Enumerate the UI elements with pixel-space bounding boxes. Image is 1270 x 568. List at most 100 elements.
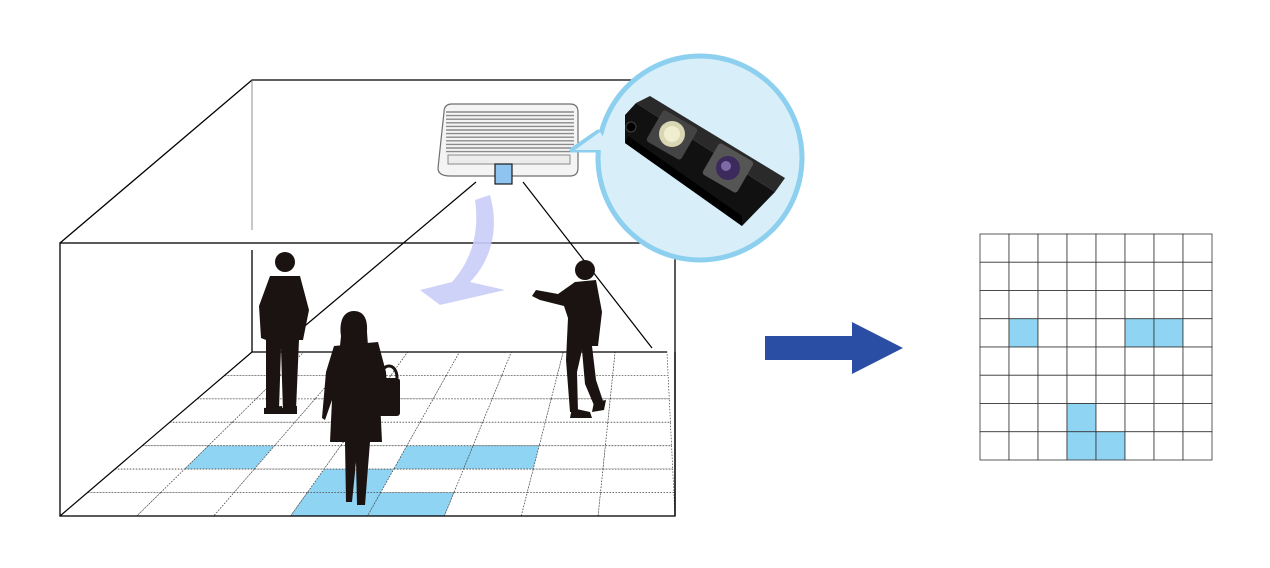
heat-map-cell [979, 431, 1010, 461]
heat-map-cell [1153, 431, 1184, 461]
person-silhouette-icon [532, 260, 606, 418]
heat-map-cell [1066, 318, 1097, 348]
floor-tile [597, 492, 676, 517]
heat-map-cell [1037, 431, 1068, 461]
heat-map-cell [1095, 403, 1126, 433]
heat-map-cell [1008, 261, 1039, 291]
heat-map-cell [1095, 261, 1126, 291]
floor-tile [550, 375, 614, 400]
room [59, 79, 676, 517]
heat-map-cell [1182, 290, 1213, 320]
heat-map-cell [979, 290, 1010, 320]
heat-map-cell [1008, 431, 1039, 461]
airflow-arrow [420, 195, 505, 305]
floor-tile-occupied [366, 492, 455, 517]
heat-map-cell [1153, 346, 1184, 376]
floor-tile [605, 421, 672, 447]
heat-map-cell [1095, 374, 1126, 404]
heat-map-cell [1066, 374, 1097, 404]
heat-map-cell [1095, 346, 1126, 376]
floor-tile [472, 421, 546, 447]
heat-map-cell [1153, 290, 1184, 320]
heat-map-cell [1182, 261, 1213, 291]
floor-tile [453, 468, 534, 493]
heat-map-cell [1095, 290, 1126, 320]
heat-map-cell [979, 261, 1010, 291]
person-silhouette-icon [322, 311, 400, 505]
heat-map-cell [1095, 233, 1126, 263]
heat-map-cell [1153, 374, 1184, 404]
heat-map-cell [1153, 233, 1184, 263]
heat-map-cell-occupied [1008, 318, 1039, 348]
heat-map-cell [1008, 403, 1039, 433]
floor-tile [159, 468, 256, 493]
floor-tile [520, 492, 601, 517]
floor-tile [501, 351, 564, 376]
floor-frame [59, 351, 253, 517]
heat-map-cell-occupied [1066, 403, 1097, 433]
floor-tile [482, 398, 552, 423]
floor-tile [136, 492, 235, 517]
floor-tile [233, 468, 325, 493]
heat-map-cell [1037, 346, 1068, 376]
occupancy-heat-map [979, 233, 1213, 461]
heat-map-cell-occupied [1095, 431, 1126, 461]
floor-tile [609, 375, 670, 400]
floor-tile [432, 375, 503, 400]
heat-map-cell [1008, 346, 1039, 376]
heat-map-cell [979, 233, 1010, 263]
right-arrow-icon [765, 322, 903, 374]
heat-map-cell [979, 403, 1010, 433]
heat-map-cell [1008, 233, 1039, 263]
heat-map-cell [1037, 261, 1068, 291]
heat-map-cell [1124, 261, 1155, 291]
heat-map-cell [1037, 318, 1068, 348]
floor-tile [491, 375, 558, 400]
heat-map-cell [1124, 290, 1155, 320]
floor-tile [612, 351, 669, 376]
heat-map-cell [1153, 261, 1184, 291]
floor-tile-occupied [462, 445, 540, 470]
floor-tile [607, 398, 671, 423]
heat-map-cell [1037, 374, 1068, 404]
heat-map-cell [1124, 233, 1155, 263]
heat-map-cell [1066, 233, 1097, 263]
heat-map-cell [1066, 346, 1097, 376]
floor-tile [532, 445, 606, 470]
floor-tile [602, 445, 674, 470]
heat-map-cell [979, 318, 1010, 348]
heat-map-cell [979, 374, 1010, 404]
heat-map-cell [1124, 431, 1155, 461]
floor-tile-occupied [393, 445, 474, 470]
heat-map-cell [1124, 374, 1155, 404]
floor-tile [445, 351, 512, 376]
heat-map-cell [1095, 318, 1126, 348]
heat-map-cell [1182, 374, 1213, 404]
heat-map-cell [1066, 261, 1097, 291]
heat-map-cell-occupied [1153, 318, 1184, 348]
floor-tile [443, 492, 528, 517]
sensor-zoom-bubble [569, 53, 805, 263]
floor-tile [168, 398, 258, 423]
heat-map-cell [1037, 233, 1068, 263]
floor-tile [380, 468, 465, 493]
heat-map-cell [1182, 346, 1213, 376]
floor-tile [600, 468, 675, 493]
heat-map-cell [1124, 403, 1155, 433]
floor-tile [406, 421, 484, 447]
heat-map-cell [1182, 318, 1213, 348]
floor-tile [253, 445, 342, 470]
heat-map-cell [979, 346, 1010, 376]
heat-map-cell [1037, 290, 1068, 320]
sensor-window [494, 163, 513, 185]
heat-map-cell [1182, 233, 1213, 263]
air-conditioner-icon [437, 103, 579, 185]
heat-map-cell [1124, 346, 1155, 376]
heat-map-cell [1037, 403, 1068, 433]
heat-map-cell [1008, 374, 1039, 404]
thermal-sensor-module-icon [625, 96, 785, 226]
heat-map-cell [1008, 290, 1039, 320]
person-silhouette-icon [259, 252, 309, 414]
heat-map-cell-occupied [1066, 431, 1097, 461]
